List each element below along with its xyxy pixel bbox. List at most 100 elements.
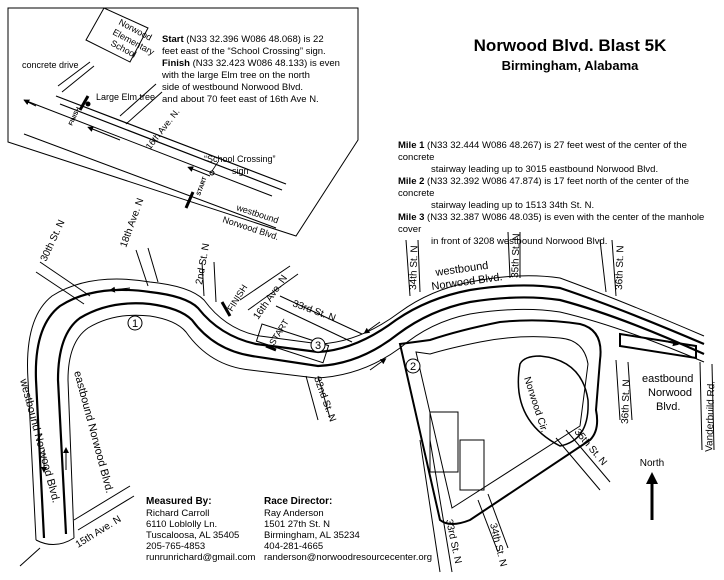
street-15th [73,485,131,521]
measured-by-block: Measured By: Richard Carroll 6110 Loblol… [146,496,255,563]
race-director-block: Race Director: Ray Anderson 1501 27th St… [264,496,432,563]
street-34th-bottom-2 [487,493,509,549]
inset-16th-label: 16th Ave. N. [144,107,182,152]
finish-text-2: with the large Elm tree on the north [162,70,310,81]
measured-addr1: 6110 Loblolly Ln. [146,519,218,530]
label-eastbound-left: eastbound Norwood Blvd. [71,370,115,495]
inset-16th-ave [119,83,157,117]
measured-name: Richard Carroll [146,508,210,519]
street-16th [239,265,291,301]
label-33rd-bottom: 33rd St. N [443,518,463,564]
mile-2-marker [405,358,421,374]
block-south-2 [459,439,485,491]
label-33rd-top: 33rd St. N [291,298,337,324]
director-name: Ray Anderson [264,508,324,519]
label-36th-bottom: 36th St. N [620,379,633,424]
inset-road-top [23,99,273,197]
inset-road-mid2 [59,103,283,191]
street-bottom-left [19,547,41,567]
finish-heading: Finish [162,58,190,69]
route-loop-east [619,332,697,360]
measured-email: runrunrichard@gmail.com [146,552,256,563]
concrete-drive-label: concrete drive [22,60,79,70]
school-crossing-label-1: “School Crossing” [204,154,276,164]
route-line-east [56,296,705,535]
director-heading: Race Director: [264,496,333,507]
mile-3-heading: Mile 3 [398,212,425,223]
street-35th-bottom-2 [565,429,611,483]
norwood-circle [517,355,589,447]
inset-border [7,7,359,237]
director-addr1: 1501 27th St. N [264,519,331,530]
finish-text: (N33 32.423 W086 48.133) is even [192,58,340,69]
director-addr2: Birmingham, AL 35234 [264,530,360,541]
mile-3-text-a: (N33 32.387 W086 48.035) is even with th… [398,212,705,235]
street-36th-top-2 [611,239,617,297]
mile-1-marker [127,315,143,331]
school-building [85,7,149,63]
school-crossing-label-2: sign [232,166,249,176]
finish-text-3: side of westbound Norwood Blvd. [162,82,303,93]
mile-1-label: 1 [132,318,138,330]
street-33rd-bottom [419,439,441,573]
street-18th-2 [147,247,159,283]
street-2nd-2 [213,261,217,303]
street-34th-top-2 [417,239,421,293]
label-eastbound-3: Blvd. [656,401,680,413]
route-loop-south [398,319,602,525]
start-heading: Start [162,34,184,45]
elm-tree-icon [85,101,91,107]
mile-1-heading: Mile 1 [398,140,425,151]
label-18th: 18th Ave. N [118,197,146,249]
start-text: (N33 32.396 W086 48.068) is 22 [186,34,324,45]
street-34th-top [405,239,411,297]
page-title: Norwood Blvd. Blast 5K [473,36,667,55]
street-35th-bottom [555,437,601,491]
mile-2-row: Mile 2 (N33 32.392 W086 47.874) is 17 fe… [398,176,718,200]
street-33rd-top [279,295,363,335]
mile-1-text-a: (N33 32.444 W086 48.267) is 27 feet west… [398,140,687,163]
mile-descriptions: Mile 1 (N33 32.444 W086 48.267) is 27 fe… [398,140,718,248]
mile-1-row: Mile 1 (N33 32.444 W086 48.267) is 27 fe… [398,140,718,164]
label-finish: FINISH [225,283,249,313]
title-block: Norwood Blvd. Blast 5K Birmingham, Alaba… [440,36,700,73]
measured-addr2: Tuscaloosa, AL 35405 [146,530,240,541]
measured-phone: 205-765-4853 [146,541,206,552]
street-35th-top [507,231,511,279]
label-vanderbuild: Vanderbuild Rd. [704,381,717,452]
north-arrow-icon: North [640,458,664,520]
inset-finish-mark: FINISH [68,106,82,126]
street-vanderbuild [699,361,703,451]
mile-2-heading: Mile 2 [398,176,425,187]
start-line [265,344,277,352]
arrow-east-right [659,339,679,347]
finish-text-4: and about 70 feet east of 16th Ave N. [162,94,319,105]
street-30th-2 [35,271,85,305]
north-label: North [640,458,664,469]
label-westbound-left: westbound Norwood Blvd. [17,377,62,505]
label-eastbound-2: Norwood [648,387,692,399]
label-norwood-cir: Norwood Cir. [521,376,549,434]
street-34th-bottom [477,499,499,553]
inset-start-mark: START [196,176,208,197]
street-16th-2 [247,273,299,311]
road-outer-bottom [67,308,705,539]
inset-road-mid1 [55,95,287,185]
label-eastbound-1: eastbound [642,373,693,385]
block-south [429,411,459,473]
mile-markers: 1 2 3 [127,315,421,374]
inset-road-bottom [23,133,277,229]
street-36th-bottom-2 [627,361,633,421]
street-32nd-2 [317,375,331,419]
mile-3-marker [310,337,326,353]
label-34th-top: 34th St. N [408,245,421,290]
sign-pointer [211,161,219,172]
concrete-drive [57,61,91,87]
street-33rd-top-2 [275,305,353,343]
route-loop-south-inner [415,336,589,509]
start-text-2: feet east of the “School Crossing” sign. [162,46,326,57]
inset-description: Start (N33 32.396 W086 48.068) is 22 fee… [162,34,352,106]
street-36th-top [599,239,607,293]
mile-3-text-b: in front of 3208 westbound Norwood Blvd. [431,236,608,247]
